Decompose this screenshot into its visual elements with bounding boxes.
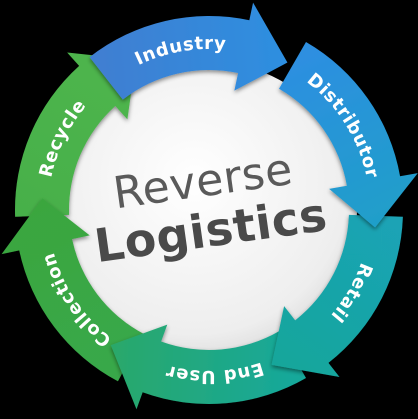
cycle-arrow-retail [271,214,403,378]
cycle-arrow-collection [1,198,144,382]
cycle-arrow-distributor [279,41,418,228]
cycle-arrow-recycle [15,52,136,217]
cycle-arrow-end-user [110,324,306,410]
cycle-arrow-industry [89,2,288,100]
center-disc [61,62,357,358]
cycle-segments [1,2,418,410]
